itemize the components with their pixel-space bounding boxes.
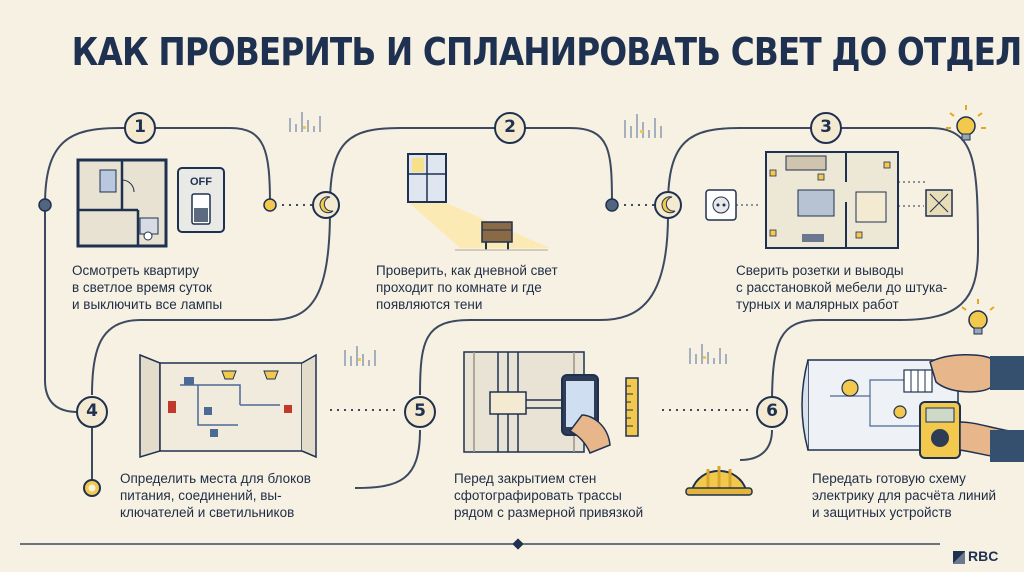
step-number-4: 4 [76,396,108,428]
path-segment-5 [91,209,331,396]
path-segment-3 [667,127,980,406]
wall-layout-illustration [139,353,317,459]
step-number-6: 6 [756,396,788,428]
node-dot [38,198,52,212]
brand-logo-text: RBC [968,548,999,564]
multimeter-icon [919,401,1024,462]
lightbulb-icon [946,105,986,141]
phone-camera-icon [561,374,611,454]
ruler-icon [625,377,639,437]
step-number-2: 2 [494,112,526,144]
path-segment-4 [44,210,79,413]
lightbulb-icon [961,299,995,335]
hand-icon [929,354,1024,393]
moon-icon [312,191,340,219]
path-segment-8 [354,429,421,489]
switch-label: OFF [190,176,212,188]
node-dot [263,198,277,212]
path-segment-2 [329,127,613,206]
page-title: КАК ПРОВЕРИТЬ И СПЛАНИРОВАТЬ СВЕТ ДО ОТД… [71,30,1024,74]
path-segment-9 [739,429,773,461]
path-segment-1 [44,127,271,206]
furniture-plan-illustration [705,151,953,249]
step-number-3: 3 [810,112,842,144]
brand-logo-mark [953,551,965,564]
step-number-5: 5 [404,396,436,428]
window-light-illustration [407,153,550,251]
step-number-1: 1 [124,112,156,144]
path-segment-7 [419,214,669,396]
switch-off-icon [177,167,225,233]
brand-logo: RBC [953,548,1023,568]
floor-plan-illustration [76,158,168,248]
helmet-icon [685,466,753,496]
node-dot [605,198,619,212]
moon-icon [654,191,682,219]
